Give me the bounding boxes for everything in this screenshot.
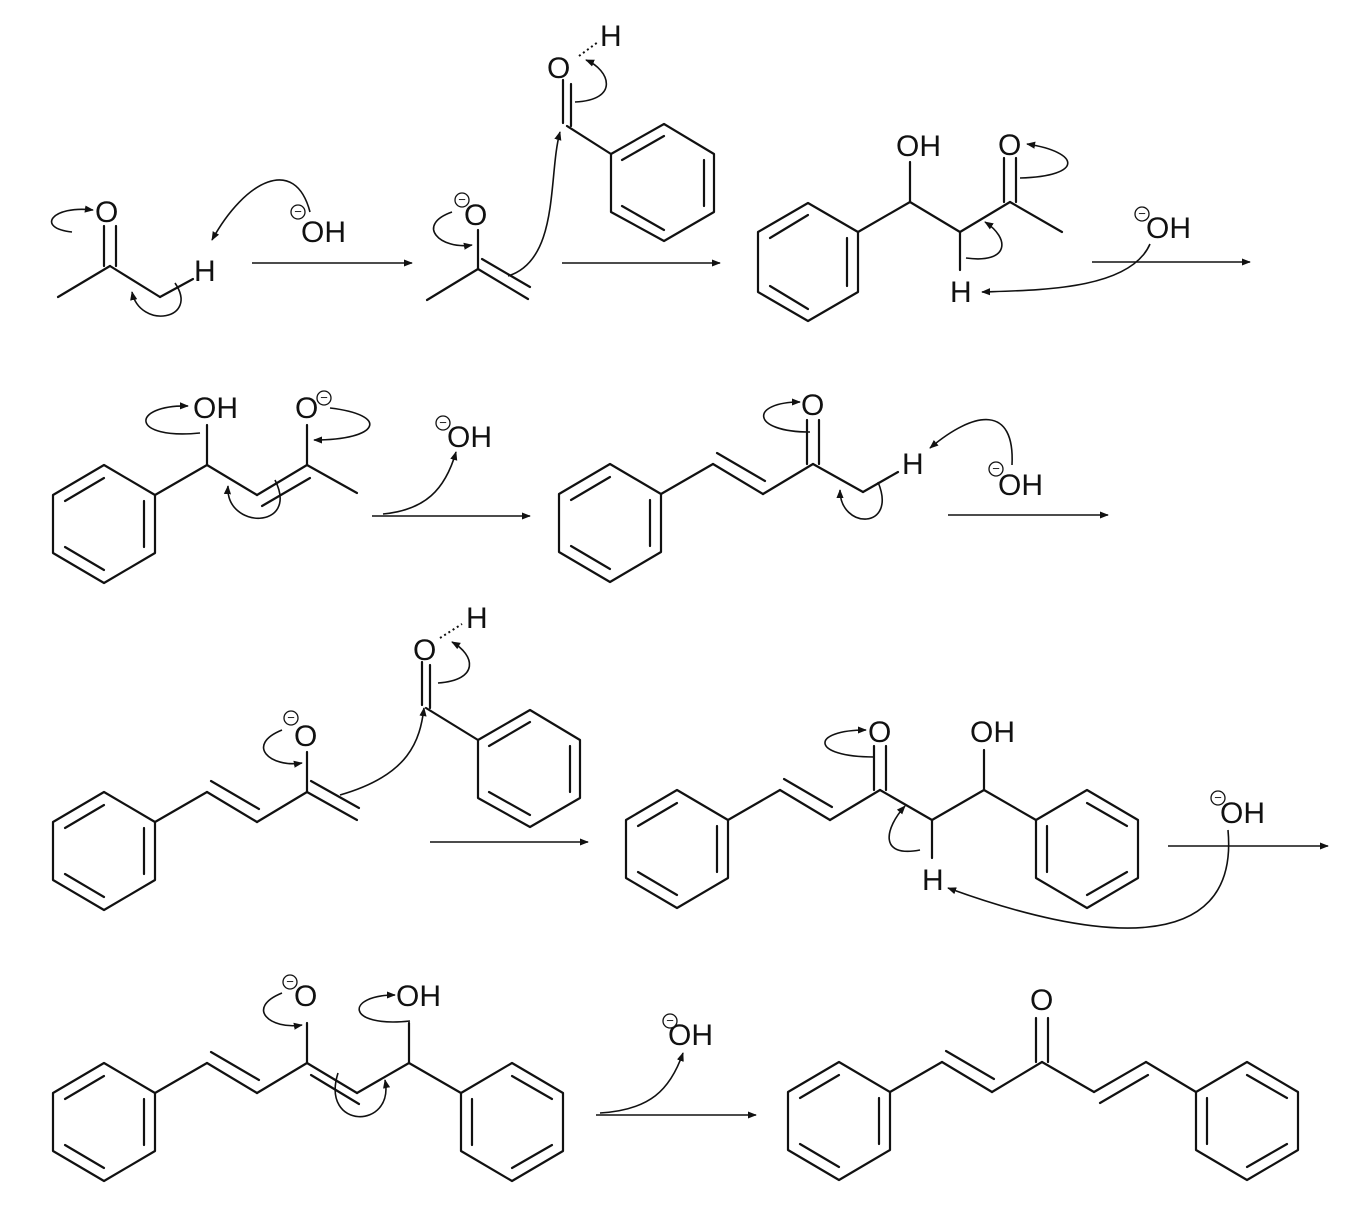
svg-text:−: − bbox=[458, 192, 466, 207]
svg-text:−: − bbox=[286, 974, 294, 989]
hydroxyl-label: OH bbox=[970, 716, 1015, 749]
svg-text:−: − bbox=[666, 1013, 674, 1028]
svg-text:−: − bbox=[992, 461, 1000, 476]
aldehyde-oxygen: O bbox=[413, 634, 436, 667]
extended-enolate: O − bbox=[51, 707, 427, 912]
hydroxide-4: OH − bbox=[929, 418, 1043, 502]
water-hydrogen: H bbox=[466, 602, 488, 635]
enolate-oxygen: O bbox=[294, 720, 317, 753]
alpha-hydrogen: H bbox=[950, 276, 972, 309]
enolate-oxygen: O bbox=[294, 980, 317, 1013]
hydroxide-1: OH − bbox=[211, 179, 346, 249]
aldehyde-oxygen: O bbox=[547, 52, 570, 85]
carbonyl-oxygen: O bbox=[95, 196, 118, 229]
aldol-adduct: OH O H bbox=[756, 129, 1069, 323]
benzaldehyde-2: O H bbox=[413, 602, 582, 829]
water-hydrogen: H bbox=[600, 20, 622, 53]
svg-text:−: − bbox=[439, 415, 447, 430]
svg-text:−: − bbox=[1138, 206, 1146, 221]
hydroxide-label: OH bbox=[1146, 212, 1191, 245]
svg-text:−: − bbox=[320, 390, 328, 405]
svg-text:−: − bbox=[1214, 790, 1222, 805]
hydroxide-label: OH bbox=[301, 216, 346, 249]
enolate: O − bbox=[425, 131, 562, 302]
alpha-hydrogen: H bbox=[902, 448, 924, 481]
svg-text:−: − bbox=[294, 204, 302, 219]
alpha-hydrogen: H bbox=[194, 255, 216, 288]
hydroxyl-label: OH bbox=[396, 980, 441, 1013]
hydroxide-5: OH − bbox=[947, 790, 1265, 929]
ketone-oxygen: O bbox=[998, 129, 1021, 162]
ketone-oxygen: O bbox=[801, 389, 824, 422]
hydroxyl-label: OH bbox=[896, 130, 941, 163]
enolate-oxygen: O bbox=[295, 392, 318, 425]
second-aldol-adduct: O OH H bbox=[624, 716, 1140, 910]
hydroxide-label: OH bbox=[1220, 797, 1265, 830]
benzaldehyde-1: O H bbox=[547, 20, 716, 243]
final-enolate: O − OH bbox=[51, 974, 565, 1183]
dibenzalacetone: O bbox=[786, 984, 1300, 1182]
hydroxide-6: OH − bbox=[599, 1013, 713, 1114]
svg-text:−: − bbox=[287, 710, 295, 725]
alpha-hydrogen: H bbox=[922, 864, 944, 897]
benzalacetone: O H bbox=[557, 389, 924, 584]
hydroxide-label: OH bbox=[998, 469, 1043, 502]
beta-hydroxy-enolate: OH O − bbox=[51, 390, 371, 585]
hydroxide-2: OH − bbox=[981, 206, 1191, 296]
hydroxide-3: OH − bbox=[382, 415, 492, 515]
hydroxyl-label: OH bbox=[193, 392, 238, 425]
acetone: O H bbox=[50, 196, 216, 317]
ketone-oxygen: O bbox=[1030, 984, 1053, 1017]
ketone-oxygen: O bbox=[868, 716, 891, 749]
hydroxide-label: OH bbox=[447, 421, 492, 454]
enolate-oxygen: O bbox=[464, 199, 487, 232]
